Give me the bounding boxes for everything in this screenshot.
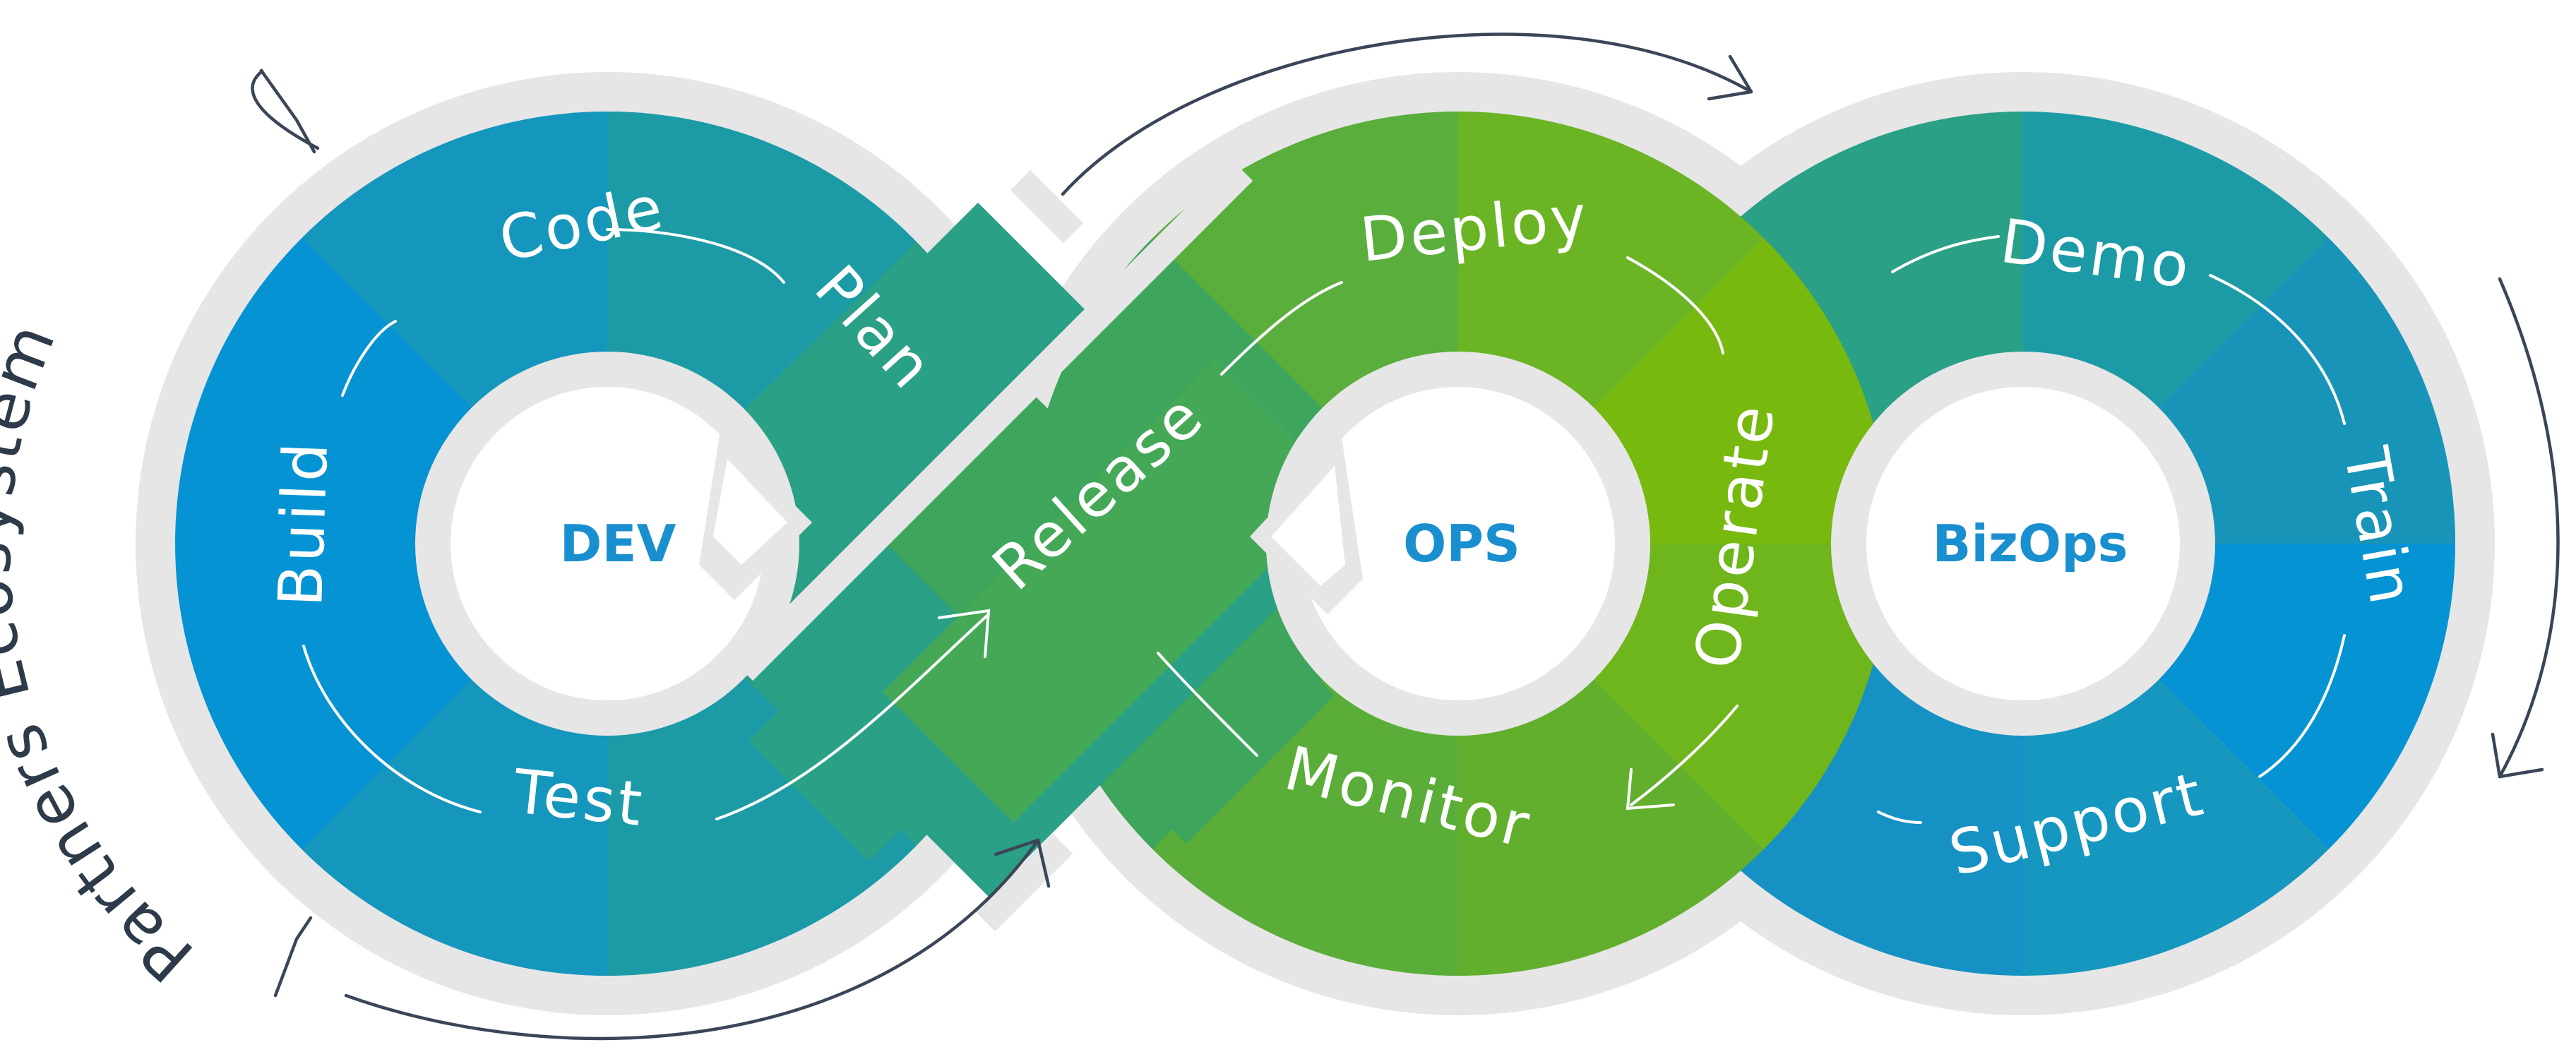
infinity-crossing	[715, 203, 1345, 897]
arrow-test-release	[715, 613, 990, 820]
stage-build: Build	[266, 438, 342, 607]
arrow-monitor-release	[1157, 652, 1258, 757]
arrow-train-support	[2258, 634, 2346, 778]
arrow-release-deploy	[1220, 281, 1343, 376]
arrow-demo-train	[2209, 274, 2346, 425]
arrow-deploy-operate	[1626, 256, 1724, 354]
hub-group	[415, 352, 2215, 736]
arrow-biz-left-top	[1891, 235, 2000, 273]
arrow-support-demo	[1877, 811, 1922, 824]
arrow-top-center-head	[1707, 54, 1753, 101]
arrow-left-bottom	[273, 916, 313, 998]
ops-hub-label: OPS	[1403, 514, 1520, 573]
arrow-bottom-left	[344, 838, 1040, 1041]
arrow-code-plan	[606, 228, 785, 284]
arrow-left-top-head	[259, 68, 316, 154]
arrow-right-side-head	[2491, 732, 2544, 779]
arrow-right-side	[2498, 277, 2560, 779]
arrow-monitor-head	[1626, 768, 1675, 811]
flow-arrows	[302, 228, 2346, 824]
arrow-bottom-left-head	[994, 838, 1051, 888]
arrow-build-code	[341, 320, 397, 397]
crossing-separators	[732, 160, 1253, 932]
dev-hub-label: DEV	[560, 514, 676, 573]
arrow-test-build	[302, 645, 482, 813]
arrow-top-center	[1061, 32, 1753, 196]
stage-test: Test	[510, 756, 648, 840]
dev-hub	[451, 387, 764, 700]
bizops-hub	[1866, 387, 2180, 700]
outer-arrows	[251, 32, 2560, 1041]
ops-hub	[1301, 387, 1615, 700]
arrow-left-top	[251, 68, 320, 150]
bizops-hub-label: BizOps	[1932, 514, 2128, 573]
arrow-operate-monitor	[1630, 705, 1739, 806]
arrow-release-head	[938, 609, 991, 658]
